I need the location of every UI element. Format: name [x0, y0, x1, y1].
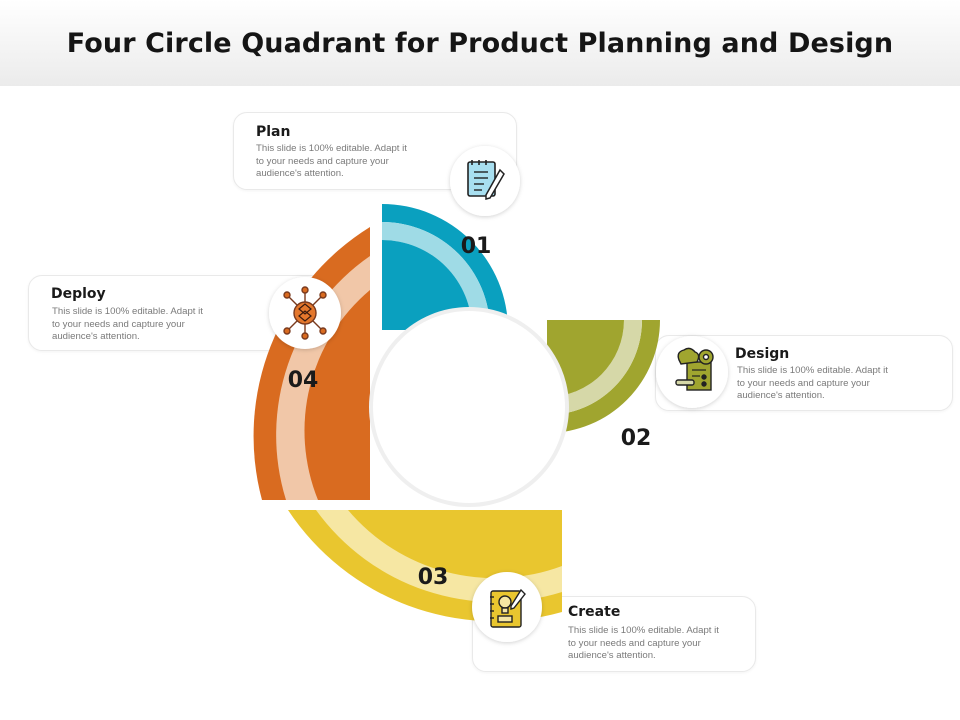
deploy-title: Deploy: [51, 286, 106, 302]
plan-title: Plan: [256, 124, 291, 140]
plan-description-line: to your needs and capture your: [256, 155, 389, 167]
deploy-description-line: This slide is 100% editable. Adapt it: [52, 306, 203, 317]
center-disk: [373, 311, 565, 503]
page-title: Four Circle Quadrant for Product Plannin…: [66, 27, 894, 59]
plan-description-line: This slide is 100% editable. Adapt it: [256, 143, 407, 154]
lightbulb-notebook-icon: [490, 588, 526, 628]
plan-icon-badge: [450, 146, 520, 216]
plan-description-line: audience's attention.: [256, 168, 344, 179]
title-band: Four Circle Quadrant for Product Plannin…: [0, 0, 960, 86]
network-hub-icon: [283, 286, 327, 340]
number-01: 01: [461, 234, 492, 259]
deploy-description: This slide is 100% editable. Adapt it to…: [52, 306, 203, 344]
number-04: 04: [288, 368, 319, 393]
create-inner-band: [348, 510, 562, 579]
deploy-inner-band: [304, 290, 370, 500]
create-icon-badge: [472, 572, 542, 642]
create-description-line: audience's attention.: [568, 650, 656, 661]
number-03: 03: [418, 565, 449, 590]
plan-description: This slide is 100% editable. Adapt it to…: [256, 143, 407, 181]
design-inner-band: [547, 320, 624, 397]
design-title: Design: [735, 346, 790, 362]
deploy-icon-badge: [269, 277, 341, 349]
number-02: 02: [621, 426, 652, 451]
create-description-line: to your needs and capture your: [568, 637, 701, 649]
create-description: This slide is 100% editable. Adapt it to…: [568, 625, 719, 663]
deploy-description-line: to your needs and capture your: [52, 318, 185, 330]
segment-deploy: [253, 227, 370, 500]
design-description-line: to your needs and capture your: [737, 377, 870, 389]
design-description-line: audience's attention.: [737, 390, 825, 401]
plan-inner-band: [382, 240, 472, 330]
notepad-pen-icon: [467, 160, 505, 200]
design-description-line: This slide is 100% editable. Adapt it: [737, 365, 888, 376]
design-tools-gear-icon: [675, 347, 714, 391]
create-description-line: This slide is 100% editable. Adapt it: [568, 625, 719, 636]
create-title: Create: [568, 604, 621, 620]
design-icon-badge: [656, 336, 728, 408]
design-description: This slide is 100% editable. Adapt it to…: [737, 365, 888, 403]
deploy-description-line: audience's attention.: [52, 331, 140, 342]
